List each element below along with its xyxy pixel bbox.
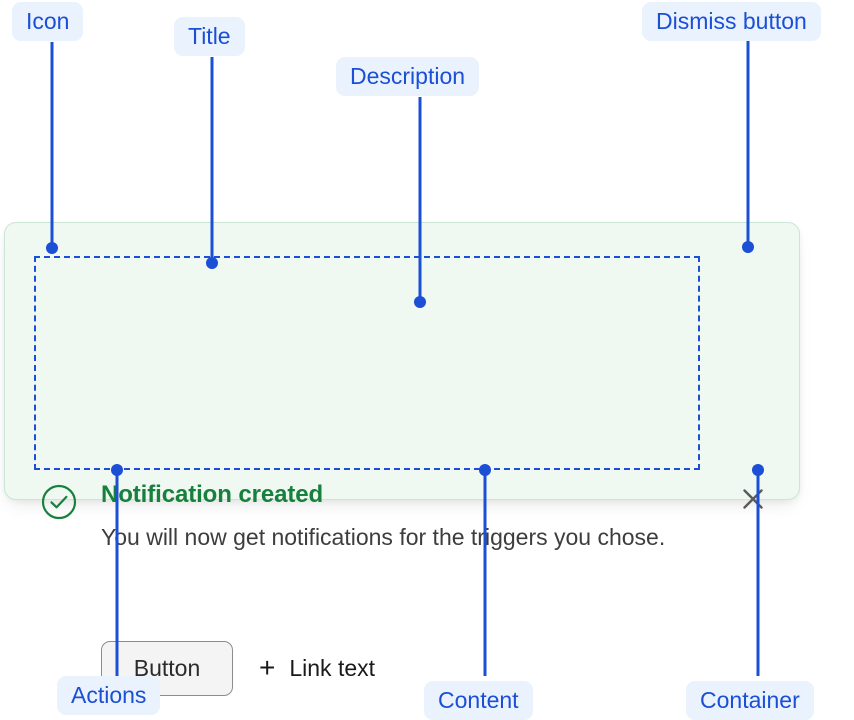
annotation-label-icon: Icon (12, 2, 84, 41)
annotation-label-container: Container (686, 681, 814, 720)
notification-title: Notification created (101, 481, 324, 508)
dismiss-button[interactable] (735, 482, 771, 518)
annotation-label-title: Title (174, 17, 245, 56)
annotation-label-description: Description (336, 57, 480, 96)
notification-description: You will now get notifications for the t… (101, 523, 666, 550)
plus-icon: + (259, 652, 276, 683)
check-circle-icon (41, 484, 77, 520)
annotation-label-content: Content (424, 681, 533, 720)
close-icon (738, 484, 768, 517)
link-action[interactable]: + Link text (259, 654, 375, 682)
notification-container: Notification created You will now get no… (4, 222, 800, 696)
notification-text-block: Notification created You will now get no… (101, 481, 701, 557)
annotation-label-actions: Actions (57, 676, 161, 715)
link-action-label: Link text (289, 654, 376, 681)
annotation-label-dismiss-button: Dismiss button (642, 2, 821, 41)
